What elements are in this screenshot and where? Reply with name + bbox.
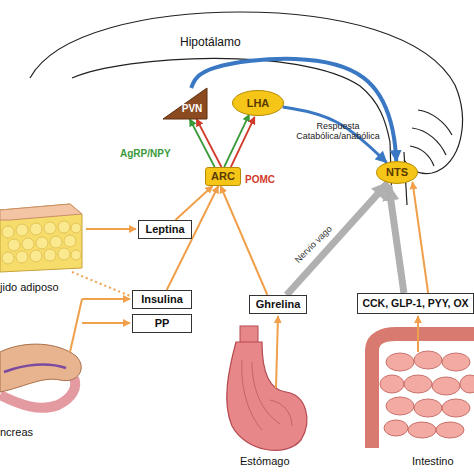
stomach-rugae	[242, 360, 292, 430]
organ-label: jido adiposo	[0, 281, 59, 293]
pancreas	[0, 344, 81, 408]
nucleus-ellipse: LHA	[232, 90, 284, 116]
secretion-arrow	[70, 299, 82, 352]
cerebellum-fold	[410, 146, 434, 166]
skin-layer	[0, 204, 82, 220]
ellipse-shape	[377, 162, 418, 184]
connector-arrow	[224, 114, 249, 167]
node-label: Ghrelina	[256, 298, 301, 310]
brain-inner-contour	[72, 58, 392, 205]
node-label: LHA	[247, 97, 270, 109]
node-label: Insulina	[141, 293, 183, 305]
hormone-box: Ghrelina	[249, 295, 307, 314]
edge-label: AgRP/NPY	[120, 148, 171, 159]
organ-label: Intestino	[412, 455, 454, 467]
ellipse-shape	[233, 91, 284, 116]
node-label: Leptina	[145, 223, 184, 235]
cerebellum-fold	[412, 128, 446, 155]
connector-arrow	[389, 185, 404, 293]
secretion-arrow	[82, 322, 130, 324]
edge-label: Respuesta Catabólica/anabólica	[292, 122, 384, 142]
brain-contour	[30, 12, 462, 174]
pancreas-body	[0, 344, 81, 392]
hormone-box: Insulina	[132, 290, 192, 309]
pancreatic-duct	[4, 365, 66, 372]
small-intestine	[380, 351, 474, 438]
node-label: PVN	[182, 103, 203, 114]
fat-cells	[2, 221, 81, 264]
nucleus-box: ARC	[205, 167, 241, 186]
node-label: CCK, GLP-1, PYY, OX	[362, 298, 468, 310]
hormone-box: Leptina	[138, 220, 192, 239]
connector-arrow	[283, 107, 387, 162]
edge-label: POMC	[245, 174, 275, 185]
connector-arrow	[190, 119, 215, 167]
organ-label: ncreas	[0, 426, 33, 438]
connector-arrow	[287, 183, 388, 295]
brain-outline	[30, 12, 462, 205]
large-intestine	[372, 334, 474, 448]
secretion-arrow	[417, 316, 419, 352]
connector-arrow	[412, 182, 428, 293]
stomach-body	[227, 342, 307, 450]
connector-arrow	[221, 186, 268, 295]
intestine	[372, 334, 474, 448]
node-label: ARC	[211, 170, 235, 182]
triangle-shape	[163, 88, 207, 119]
stomach	[227, 326, 307, 450]
organ-label: Estómago	[240, 455, 290, 467]
connector-arrow	[175, 186, 212, 220]
adipose-tissue	[0, 204, 82, 272]
nucleus-triangle: PVN	[163, 88, 207, 119]
nucleus-ellipse: NTS	[376, 161, 418, 184]
secretion-arrow	[82, 298, 130, 300]
node-label: PP	[155, 317, 170, 329]
region-label: Hipotálamo	[180, 36, 241, 49]
node-label: NTS	[386, 166, 408, 178]
secretion-arrow	[276, 316, 278, 388]
hormone-box: CCK, GLP-1, PYY, OX	[357, 293, 474, 314]
connector-arrow	[196, 119, 221, 167]
secretion-arrow	[86, 228, 136, 230]
adipose-block	[0, 204, 82, 272]
hormone-box: PP	[132, 314, 192, 333]
connector-arrow	[231, 117, 255, 167]
dotted-secretion-arrow	[72, 272, 130, 296]
